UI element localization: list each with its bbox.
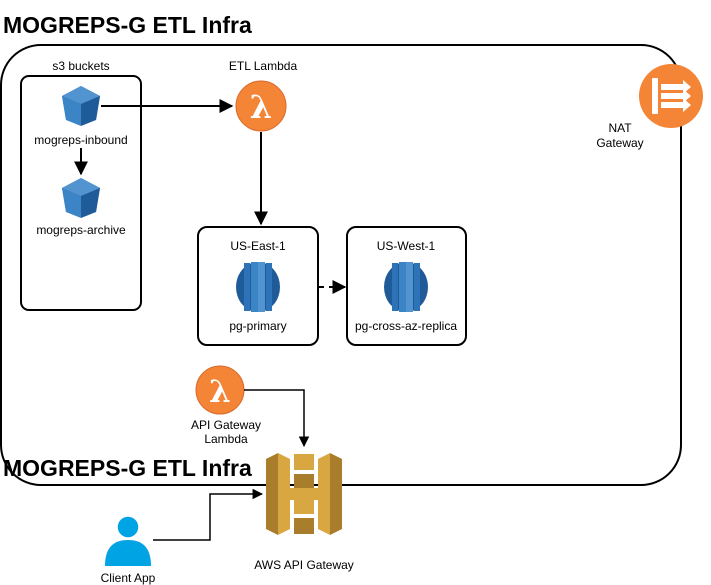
nat-gateway-label-line2: Gateway xyxy=(596,136,643,150)
s3-bucket-icon xyxy=(62,86,100,126)
pg-replica-label: pg-cross-az-replica xyxy=(355,319,457,333)
arrow-client-to-api-gateway xyxy=(153,488,264,541)
nat-gateway-label: NAT xyxy=(608,121,632,135)
mogreps-inbound-label: mogreps-inbound xyxy=(34,133,127,147)
lambda-icon: λ xyxy=(235,80,287,132)
diagram-title-overlay: MOGREPS-G ETL Infra xyxy=(3,455,252,481)
rds-database-icon xyxy=(236,262,280,312)
s3-buckets-label: s3 buckets xyxy=(52,59,109,73)
client-app-label: Client App xyxy=(101,571,156,585)
api-gateway-icon xyxy=(266,453,342,535)
api-gateway-lambda-label: API Gateway xyxy=(191,418,261,432)
lambda-icon: λ xyxy=(195,365,245,415)
region-us-west-1-label: US-West-1 xyxy=(377,239,436,253)
pg-primary-label: pg-primary xyxy=(229,319,286,333)
nat-gateway-icon xyxy=(639,64,703,128)
etl-lambda-label: ETL Lambda xyxy=(229,59,298,73)
mogreps-archive-label: mogreps-archive xyxy=(36,223,126,237)
arrow-api-lambda-to-api-gateway xyxy=(244,389,310,448)
rds-database-icon xyxy=(384,262,428,312)
svg-text:λ: λ xyxy=(209,374,231,410)
region-us-east-1-label: US-East-1 xyxy=(230,239,286,253)
svg-text:λ: λ xyxy=(250,88,272,126)
s3-bucket-icon xyxy=(62,178,100,218)
diagram-title: MOGREPS-G ETL Infra xyxy=(3,12,252,38)
api-gateway-lambda-label-line2: Lambda xyxy=(204,432,248,446)
user-icon xyxy=(105,515,151,566)
aws-api-gateway-label: AWS API Gateway xyxy=(254,558,354,572)
